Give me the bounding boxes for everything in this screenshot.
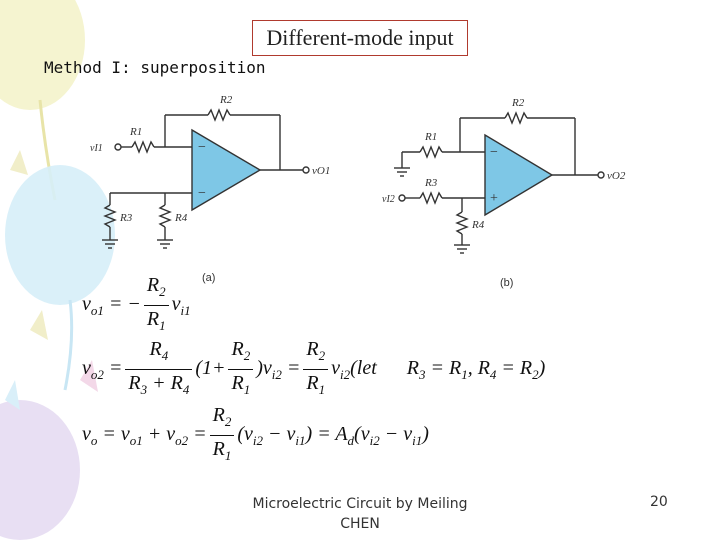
svg-text:+: + [490,191,498,206]
circuit-a-diagram: − − R2 R1 R3 R4 vI1 vO1 (a) [90,94,330,284]
label-r4-b: R4 [471,219,485,231]
slide-title: Different-mode input [252,20,468,56]
caption-a: (a) [202,272,215,284]
opamp-a [191,128,262,212]
label-r1-b: R1 [424,131,437,143]
label-r2-b: R2 [511,97,525,109]
label-r4-a: R4 [174,212,188,224]
svg-text:−: − [198,186,206,201]
page-number: 20 [650,494,668,510]
label-r1-a: R1 [129,126,142,138]
label-vin-b: vI2 [382,194,395,205]
svg-text:−: − [490,145,498,160]
opamp-b [484,133,554,217]
caption-b: (b) [500,277,513,289]
circuit-b-diagram: − + R2 R1 R3 R4 vI2 vO2 (b) [382,97,626,289]
label-r2-a: R2 [219,94,233,106]
label-r3-a: R3 [119,212,133,224]
label-vin-a: vI1 [90,143,103,154]
label-r3-b: R3 [424,177,438,189]
balloon-decoration [0,0,115,540]
slide-subtitle: Method I: superposition [44,58,266,77]
label-vout-a: vO1 [312,165,330,177]
svg-text:−: − [198,140,206,155]
slide-footer: Microelectric Circuit by Meiling CHEN [252,496,468,532]
label-vout-b: vO2 [607,170,626,182]
